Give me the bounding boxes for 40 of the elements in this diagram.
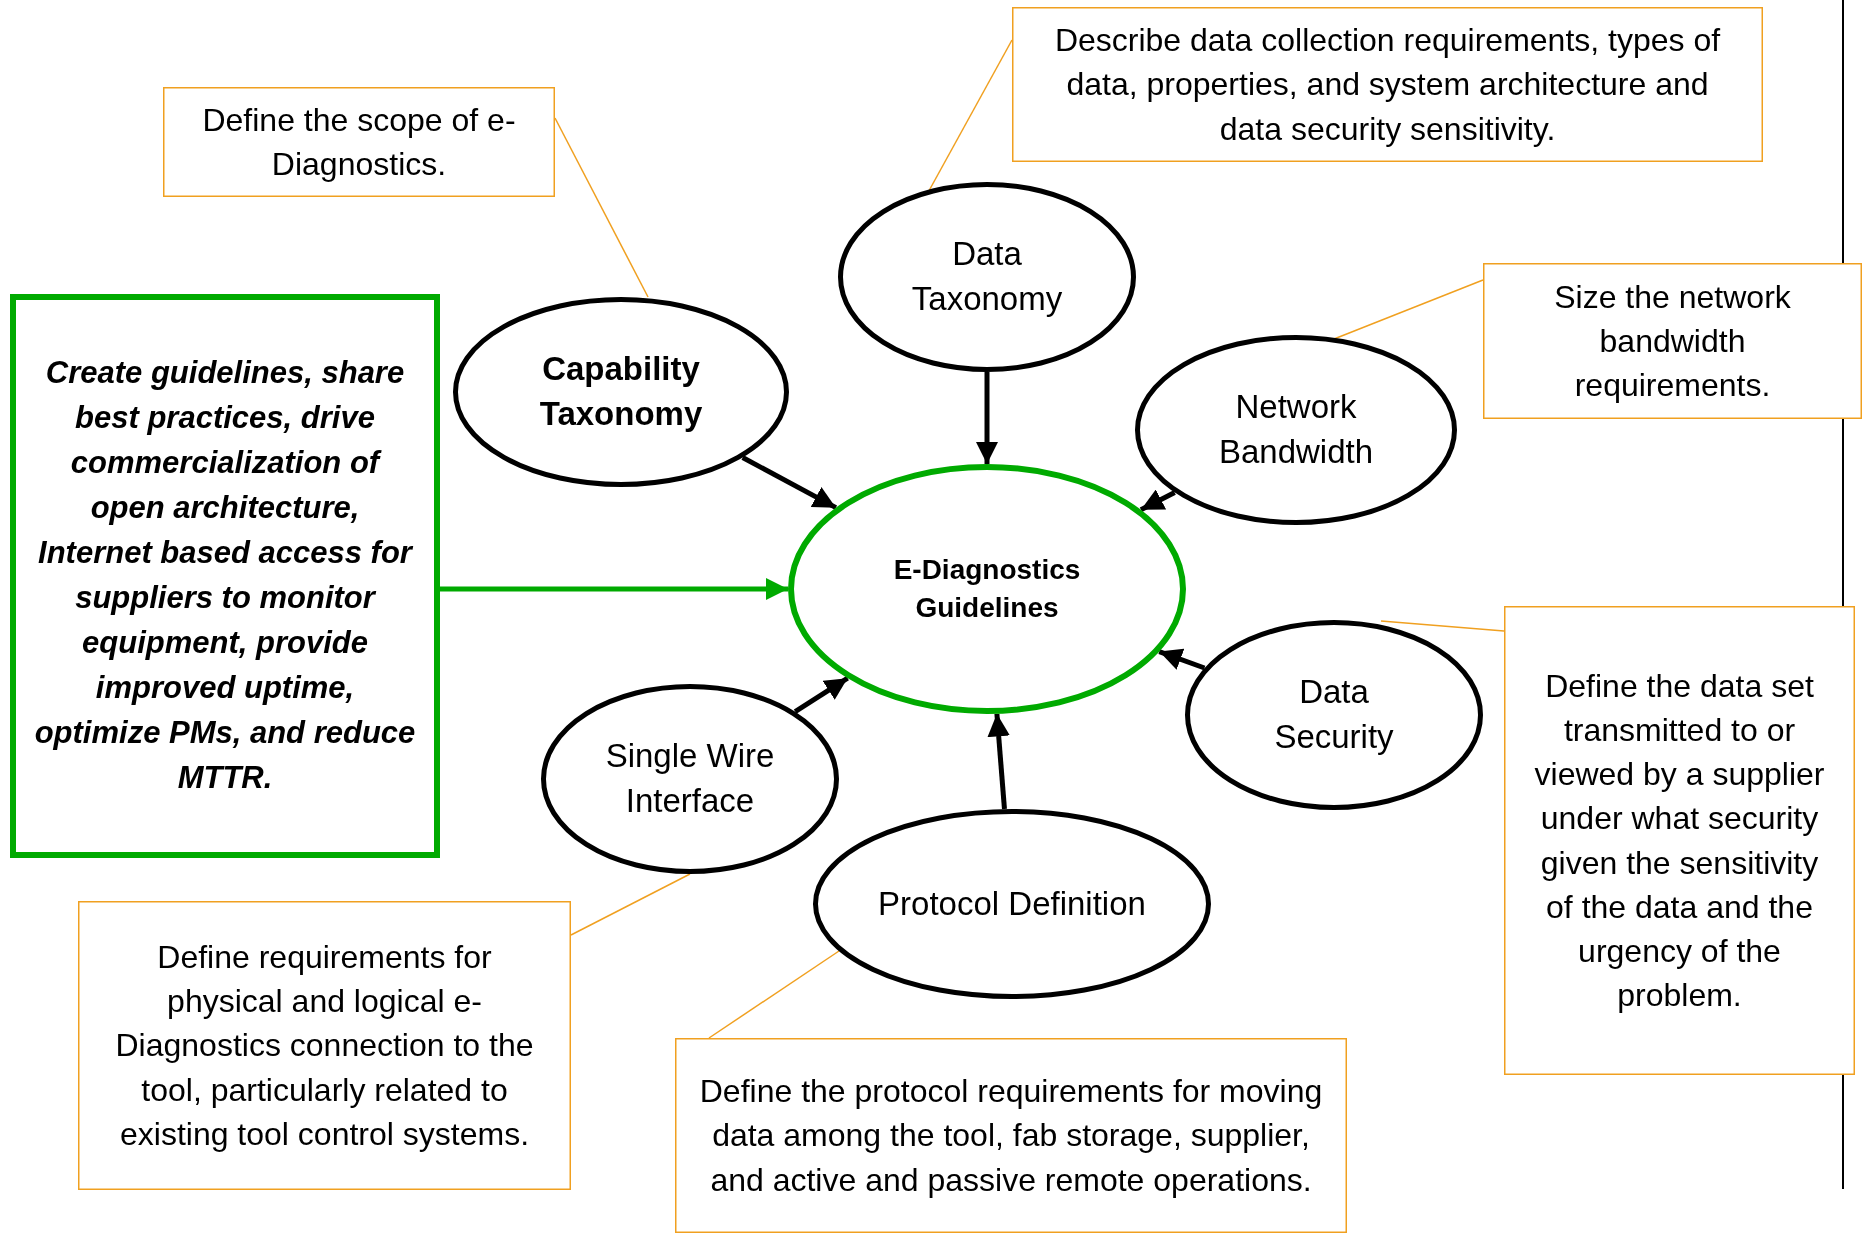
topic-label: Protocol Definition xyxy=(878,883,1146,924)
description-text: Define the protocol requirements for moving data among the tool, fab storage, supplier, and active and passive remote operations. xyxy=(698,1072,1324,1200)
topic-label: Network Bandwidth xyxy=(1217,387,1375,472)
topic-label: Capability Taxonomy xyxy=(538,349,704,434)
leader-line xyxy=(1380,620,1505,632)
note-box xyxy=(163,87,555,197)
topic-ellipse xyxy=(453,297,789,487)
note-box xyxy=(1504,606,1855,1075)
topic-ellipse xyxy=(1185,620,1483,810)
leader-line xyxy=(1333,279,1484,340)
goal-text: Create guidelines, share best practices, drive commercialization of open architecture, Internet based access for suppliers to monitor equipment, provide improved uptime, optimize PMs, and reduce MTTR. xyxy=(34,354,416,797)
arrow xyxy=(1158,648,1206,671)
description-text: Define requirements for physical and logical e-Diagnostics connection to the tool, particularly related to existing tool control systems. xyxy=(114,938,535,1154)
arrow xyxy=(440,577,788,601)
hub-ellipse xyxy=(788,464,1186,714)
note-box xyxy=(1483,263,1862,419)
description-text: Define the scope of e-Diagnostics. xyxy=(201,100,517,184)
description-text: Define the data set transmitted to or viewed by a supplier under what security given the sensitivity of the data and the urgency of the problem. xyxy=(1533,666,1826,1015)
topic-label: Single Wire Interface xyxy=(604,736,776,821)
note-box xyxy=(78,901,571,1190)
topic-label: Data Taxonomy xyxy=(910,234,1064,319)
topic-ellipse xyxy=(838,182,1136,372)
note-box xyxy=(1012,7,1763,162)
arrow xyxy=(975,372,999,464)
topic-ellipse xyxy=(541,684,839,874)
topic-label: E-Diagnostics Guidelines xyxy=(892,553,1082,625)
topic-label: Data Security xyxy=(1273,672,1395,757)
leader-line xyxy=(708,950,840,1039)
goal-box xyxy=(10,294,440,858)
description-text: Describe data collection requirements, types of data, properties, and system architecture and data security sensitivity. xyxy=(1053,21,1722,149)
leader-line xyxy=(554,117,649,298)
note-box xyxy=(675,1038,1347,1233)
description-text: Size the network bandwidth requirements. xyxy=(1553,277,1792,406)
arrow xyxy=(987,713,1010,810)
arrow xyxy=(793,676,849,714)
arrow xyxy=(1139,489,1176,512)
topic-ellipse xyxy=(1135,335,1457,525)
topic-ellipse xyxy=(813,809,1211,999)
leader-line xyxy=(570,873,691,936)
arrow xyxy=(741,455,838,510)
